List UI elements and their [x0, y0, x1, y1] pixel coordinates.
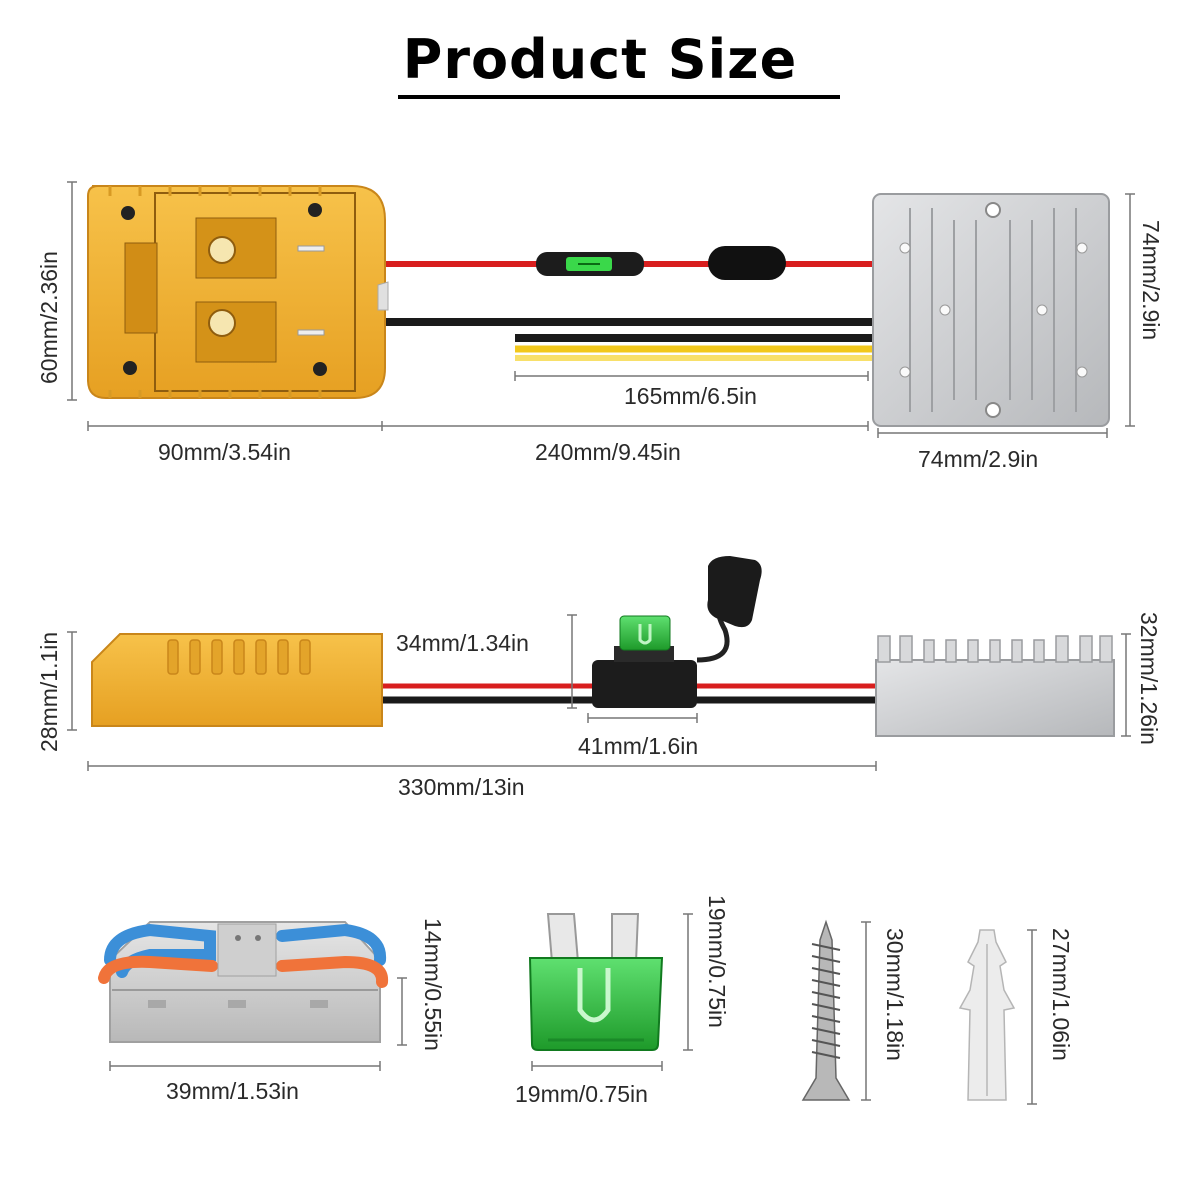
inline-fuse-holder-top — [536, 252, 644, 276]
top-view-dimension-lines — [67, 181, 1135, 438]
accessory-dimension-lines — [109, 913, 1037, 1105]
side-adapter-height-label: 28mm/1.1in — [36, 631, 62, 752]
fuse-cap-top — [708, 246, 786, 280]
screw — [801, 919, 851, 1101]
page-title: Product Size — [402, 28, 798, 91]
wire-connector — [98, 921, 389, 1043]
fuse-width-label: 19mm/0.75in — [515, 1081, 648, 1107]
blade-fuse — [528, 913, 664, 1051]
top-view-wires — [378, 261, 872, 361]
fuse-height-label: 19mm/0.75in — [704, 895, 730, 1028]
top-adapter-height-label: 60mm/2.36in — [36, 251, 62, 384]
wall-anchor — [958, 929, 1016, 1101]
top-cable-length-label: 240mm/9.45in — [535, 439, 681, 465]
title-underline — [398, 95, 840, 99]
top-output-wire-label: 165mm/6.5in — [624, 383, 757, 409]
screw-length-label: 30mm/1.18in — [882, 928, 908, 1061]
side-view-dimension-lines — [67, 614, 1131, 771]
side-fuse-holder-length-label: 41mm/1.6in — [578, 733, 699, 759]
anchor-length-label: 27mm/1.06in — [1048, 928, 1074, 1061]
top-converter-height-label: 74mm/2.9in — [1138, 220, 1164, 341]
connector-width-label: 39mm/1.53in — [166, 1078, 299, 1104]
side-converter-height-label: 32mm/1.26in — [1136, 612, 1162, 745]
converter-side — [875, 635, 1115, 737]
connector-height-label: 14mm/0.55in — [420, 918, 446, 1051]
converter-top — [872, 193, 1110, 427]
battery-adapter-side — [91, 633, 383, 727]
side-fuse-holder-height-label: 34mm/1.34in — [396, 630, 529, 656]
side-total-length-label: 330mm/13in — [398, 774, 525, 800]
fuse-holder-side — [592, 556, 762, 708]
battery-adapter-top — [87, 185, 389, 399]
top-adapter-width-label: 90mm/3.54in — [158, 439, 291, 465]
top-converter-width-label: 74mm/2.9in — [918, 446, 1039, 472]
